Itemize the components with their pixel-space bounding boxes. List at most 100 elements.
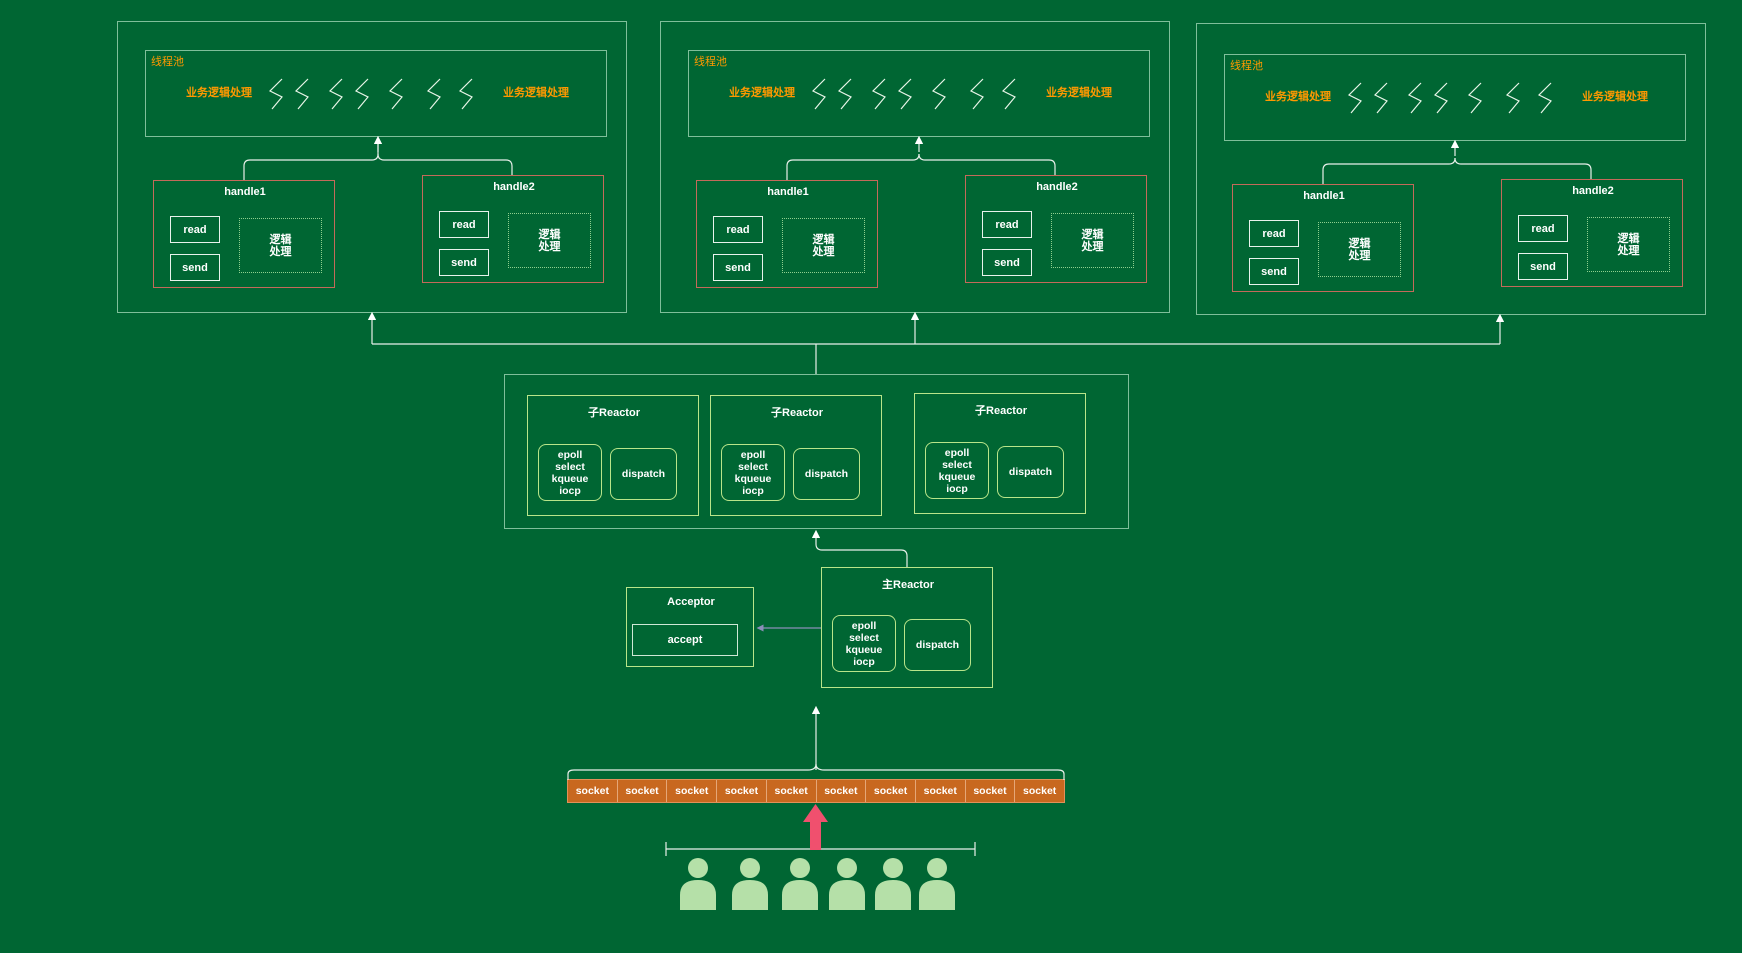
thread-pool-label: 线程池 xyxy=(1230,60,1263,72)
main-to-sub-line xyxy=(811,529,908,567)
thread-wave-icon xyxy=(458,78,473,110)
main-reactor: 主Reactor epoll select kqueue iocp dispat… xyxy=(821,567,993,688)
thread-wave-icon xyxy=(871,78,886,110)
read-button[interactable]: read xyxy=(170,216,220,243)
handle-merge-line xyxy=(786,153,920,180)
io-multiplexer: epoll select kqueue iocp xyxy=(538,444,602,501)
arrow-up-icon xyxy=(803,804,828,850)
handle2-box: handle2 read send 逻辑 处理 xyxy=(965,175,1147,283)
thread-wave-icon xyxy=(268,78,283,110)
dispatch-button[interactable]: dispatch xyxy=(610,448,677,500)
socket-queue: socket socket socket socket socket socke… xyxy=(567,779,1065,803)
thread-pool-label: 线程池 xyxy=(151,56,184,68)
read-button[interactable]: read xyxy=(439,211,489,238)
socket-cell: socket xyxy=(866,780,916,802)
dispatch-button[interactable]: dispatch xyxy=(997,446,1064,498)
handle2-box: handle2 read send 逻辑 处理 xyxy=(1501,179,1683,287)
handle-merge-line xyxy=(243,140,379,180)
thread-wave-icon xyxy=(426,78,441,110)
thread-wave-icon xyxy=(1373,82,1388,114)
dispatch-button[interactable]: dispatch xyxy=(904,619,971,671)
handle-title: handle2 xyxy=(1036,181,1078,193)
sub-reactor-1: 子Reactor epoll select kqueue iocp dispat… xyxy=(527,395,699,516)
acceptor-title: Acceptor xyxy=(667,596,715,608)
thread-wave-icon xyxy=(897,78,912,110)
sub-reactor-title: 子Reactor xyxy=(771,407,823,419)
thread-wave-icon xyxy=(1537,82,1552,114)
handle1-box: handle1 read send 逻辑 处理 xyxy=(153,180,335,288)
thread-wave-icon xyxy=(1407,82,1422,114)
user-icon xyxy=(875,858,911,910)
handle-merge-line xyxy=(377,153,513,175)
socket-brace xyxy=(567,763,1065,780)
logic-processing: 逻辑 处理 xyxy=(239,218,322,273)
sub-reactor-title: 子Reactor xyxy=(975,405,1027,417)
handle-merge-line xyxy=(1454,157,1592,179)
handle-title: handle2 xyxy=(493,181,535,193)
user-icon xyxy=(732,858,768,910)
thread-wave-icon xyxy=(354,78,369,110)
send-button[interactable]: send xyxy=(1249,258,1299,285)
business-logic-left: 业务逻辑处理 xyxy=(186,87,252,99)
read-button[interactable]: read xyxy=(1249,220,1299,247)
main-reactor-title: 主Reactor xyxy=(882,579,934,591)
read-button[interactable]: read xyxy=(1518,215,1568,242)
thread-wave-icons xyxy=(811,78,1016,110)
user-icon xyxy=(829,858,865,910)
handle-merge-line xyxy=(918,153,1056,175)
io-multiplexer: epoll select kqueue iocp xyxy=(721,444,785,501)
logic-processing: 逻辑 处理 xyxy=(1318,222,1401,277)
send-button[interactable]: send xyxy=(170,254,220,281)
thread-wave-icons xyxy=(1347,82,1552,114)
send-button[interactable]: send xyxy=(439,249,489,276)
thread-pool-2: 线程池 业务逻辑处理 业务逻辑处理 xyxy=(688,50,1150,137)
socket-cell: socket xyxy=(767,780,817,802)
handle1-box: handle1 read send 逻辑 处理 xyxy=(1232,184,1414,292)
accept-button[interactable]: accept xyxy=(632,624,738,656)
thread-wave-icon xyxy=(388,78,403,110)
acceptor: Acceptor accept xyxy=(626,587,754,667)
sub-reactor-3: 子Reactor epoll select kqueue iocp dispat… xyxy=(914,393,1086,514)
logic-processing: 逻辑 处理 xyxy=(1587,217,1670,272)
thread-wave-icons xyxy=(268,78,473,110)
socket-cell: socket xyxy=(916,780,966,802)
thread-pool-container-3 xyxy=(1196,23,1706,315)
send-button[interactable]: send xyxy=(982,249,1032,276)
socket-cell: socket xyxy=(667,780,718,802)
thread-wave-icon xyxy=(294,78,309,110)
logic-processing: 逻辑 处理 xyxy=(1051,213,1134,268)
sub-reactor-group xyxy=(504,374,1129,529)
handle1-box: handle1 read send 逻辑 处理 xyxy=(696,180,878,288)
handle-title: handle1 xyxy=(767,186,809,198)
socket-cell: socket xyxy=(717,780,767,802)
business-logic-right: 业务逻辑处理 xyxy=(1046,87,1112,99)
dispatch-button[interactable]: dispatch xyxy=(793,448,860,500)
handle-title: handle2 xyxy=(1572,185,1614,197)
user-icon xyxy=(782,858,818,910)
handle-merge-line xyxy=(1322,157,1456,184)
io-multiplexer: epoll select kqueue iocp xyxy=(925,442,989,499)
sub-reactor-2: 子Reactor epoll select kqueue iocp dispat… xyxy=(710,395,882,516)
handle-title: handle1 xyxy=(1303,190,1345,202)
send-button[interactable]: send xyxy=(1518,253,1568,280)
user-icon xyxy=(919,858,955,910)
thread-wave-icon xyxy=(1001,78,1016,110)
send-button[interactable]: send xyxy=(713,254,763,281)
thread-wave-icon xyxy=(931,78,946,110)
read-button[interactable]: read xyxy=(982,211,1032,238)
logic-processing: 逻辑 处理 xyxy=(782,218,865,273)
sub-reactor-title: 子Reactor xyxy=(588,407,640,419)
socket-cell: socket xyxy=(1023,785,1057,797)
socket-cell: socket xyxy=(618,780,668,802)
business-logic-right: 业务逻辑处理 xyxy=(1582,91,1648,103)
handle2-box: handle2 read send 逻辑 处理 xyxy=(422,175,604,283)
socket-cell: socket xyxy=(568,780,618,802)
io-multiplexer: epoll select kqueue iocp xyxy=(832,615,896,672)
thread-wave-icon xyxy=(969,78,984,110)
thread-wave-icon xyxy=(1467,82,1482,114)
socket-cell: socket xyxy=(966,780,1016,802)
read-button[interactable]: read xyxy=(713,216,763,243)
socket-cell: socket xyxy=(817,780,867,802)
business-logic-left: 业务逻辑处理 xyxy=(1265,91,1331,103)
user-icon xyxy=(680,858,716,910)
